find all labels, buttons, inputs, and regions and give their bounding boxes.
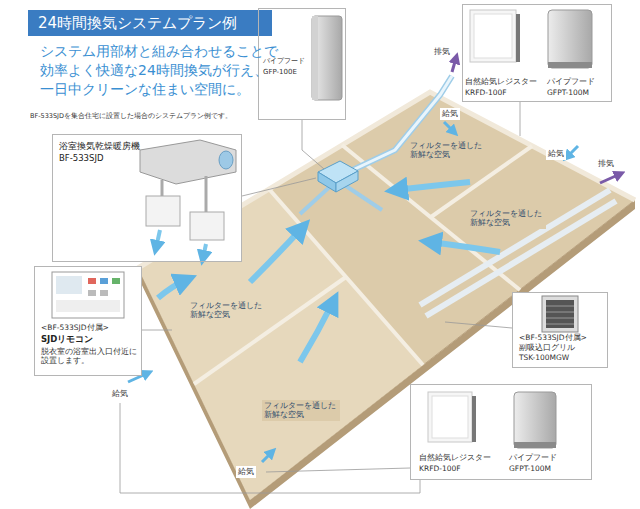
pipe-hood-image [514,392,556,448]
remote-image [100,278,108,284]
note: BF-533SJDを集合住宅に設置した場合のシステムプラン例です。 [30,112,232,120]
flow-label: 給気 [546,148,566,160]
box-heading: 自然給気レジスター [465,77,537,86]
exhaust-duct [340,76,452,176]
grille-image [146,196,180,226]
remote-image [112,278,120,284]
flow-label: 給気 [236,466,256,478]
box-heading: <BF-533SJD付属> [41,323,109,332]
grille-image [542,296,578,332]
accessory-box: <BF-533SJD付属> SJDリモコン脱衣室の浴室出入口付近に設置します。 [34,266,142,376]
exhaust-arrow [452,58,456,72]
box-ground [34,266,142,376]
box-ground [410,384,592,480]
box-text: KRFD-100F [419,464,461,473]
pipe-hood-image [312,16,318,100]
pipe-hood-image [514,442,556,448]
remote-image [88,290,96,296]
grille-image [546,312,574,313]
register-image [428,392,472,442]
box-ground [52,134,242,262]
pipe-hood-image [548,10,592,68]
grille-image [546,318,574,319]
unit-image [161,180,164,196]
box-heading: 自然給気レジスター [419,453,491,462]
title-text: 24時間換気システムプラン例 [38,14,237,33]
accessory-box: <BF-533SJD付属>副吸込口グリルTSK-100MGW [512,292,608,368]
airflow-arrow [156,230,160,248]
leader-line [242,178,316,196]
product-box: 浴室換気乾燥暖房機BF-533SJD [52,134,242,262]
airflow-arrow [430,242,500,252]
box-heading: <BF-533SJD付属> [519,333,587,342]
remote-image [52,272,124,318]
air-note: フィルターを通した 新鮮な空気 [188,300,266,321]
exhaust-arrow [600,174,620,183]
ventilation-unit [318,172,336,192]
supply-arrow [444,122,454,132]
long-duct [420,190,610,305]
title-band: 24時間換気システムプラン例 [28,10,272,36]
box-ground [512,292,608,368]
leader-line [520,102,521,136]
box-text: GFPT-100M [547,88,589,97]
remote-image [56,276,82,294]
remote-image [100,290,108,296]
inner-wall [194,277,346,384]
box-text: 副吸込口グリル [519,343,575,352]
register-image [472,396,476,442]
airflow-arrow [203,244,206,258]
flow-label: 排気 [596,158,616,170]
register-image [516,14,520,62]
unit-image [219,151,233,169]
product-box: 自然給気レジスター KRFD-100F パイプフード GFPT-100M [462,4,612,102]
box-text: 脱衣室の浴室出入口付近に設置します。 [41,347,137,366]
box-text: パイプフード [547,77,595,86]
supply-arrow [262,452,272,462]
leader-line [266,468,410,472]
grille-image [546,306,574,307]
leader-line [142,330,172,331]
exhaust-duct [340,76,452,176]
pipe-hood-image [548,62,592,68]
product-box: パイプフードGFP-100E [258,8,346,120]
box-text: SJDリモコン [41,334,93,345]
box-ground [462,4,612,102]
leader-line [302,120,324,169]
flow-label: 給気 [110,388,130,400]
box-text: GFP-100E [263,68,297,77]
register-image [432,396,468,438]
grille-image [546,324,574,325]
box-text: パイプフード [509,453,557,462]
register-image [474,14,512,58]
airflow-arrow [250,228,302,282]
supply-arrow [567,146,578,157]
box-text: KRFD-100F [465,88,507,97]
ventilation-unit [336,171,358,192]
grille-image [546,300,574,328]
pipe-hood-image [312,16,342,100]
leader-line [445,322,512,328]
airflow-arrow [300,302,333,362]
air-note: フィルターを通した 新鮮な空気 [408,140,486,161]
box-text: TSK-100MGW [519,353,569,362]
air-note: フィルターを通した 新鮮な空気 [468,208,546,229]
box-text: GFPT-100M [509,464,551,473]
product-box: 自然給気レジスター KRFD-100F パイプフード GFPT-100M [410,384,592,480]
box-text: BF-533SJD [59,153,103,164]
flow-label: 排気 [432,46,452,58]
air-note: フィルターを通した 新鮮な空気 [262,400,340,421]
airflow-arrow [396,182,470,190]
remote-image [88,278,96,284]
airflow-arrow [158,280,186,298]
flow-label: 給気 [440,108,460,120]
subtitle: システム用部材と組み合わせることで 効率よく快適な24時間換気が行え、 一日中ク… [40,42,280,99]
unit-image [140,140,236,184]
register-image [470,10,516,62]
grille-image [190,212,224,240]
box-heading: 浴室換気乾燥暖房機 [59,141,140,152]
remote-image [56,300,120,312]
unit-image [205,176,208,212]
